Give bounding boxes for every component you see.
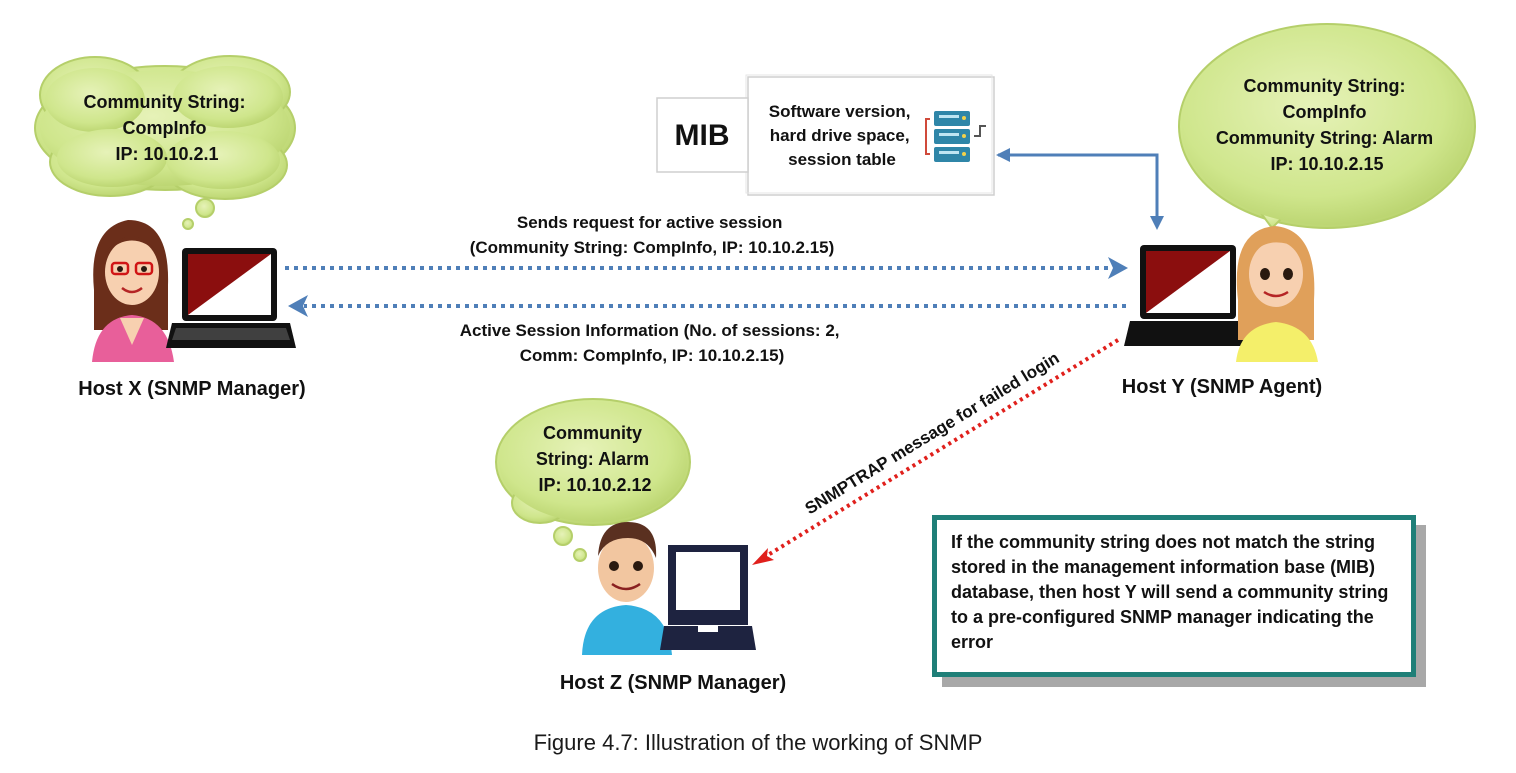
- snmptrap-arrow: [766, 338, 1120, 557]
- response-label-line: Active Session Information (No. of sessi…: [460, 321, 840, 340]
- host-x-bubble-line: CompInfo: [123, 118, 207, 138]
- host-z-thought-bubble: Community String: Alarm IP: 10.10.2.12: [495, 398, 691, 562]
- request-label: Sends request for active session (Commun…: [470, 213, 835, 257]
- host-y-arrowhead: [1150, 216, 1164, 230]
- host-z-bubble-line: Community: [543, 423, 642, 443]
- error-note-text: If the community string does not match t…: [951, 532, 1389, 652]
- host-y-bubble-line: IP: 10.10.2.15: [1270, 154, 1383, 174]
- svg-text:Software version, hard d: Software version, hard drive space, sess…: [769, 102, 915, 169]
- svg-text:Active Session Information (No: Active Session Information (No. of sessi…: [460, 321, 844, 365]
- mib-content-line: hard drive space,: [770, 126, 910, 145]
- host-x-bubble-line: Community String:: [83, 92, 245, 112]
- host-y-thought-bubble: Community String: CompInfo Community Str…: [1178, 23, 1476, 230]
- mib-title: MIB: [675, 119, 730, 152]
- mib-database: MIB Software version, hard drive space, …: [656, 74, 995, 196]
- host-x-thought-bubble: Community String: CompInfo IP: 10.10.2.1: [34, 55, 296, 230]
- host-y-bubble-line: Community String:: [1243, 76, 1405, 96]
- host-z-bubble-line: String: Alarm: [536, 449, 649, 469]
- snmptrap-label: SNMPTRAP message for failed login: [802, 348, 1063, 518]
- figure-caption: Figure 4.7: Illustration of the working …: [533, 730, 983, 755]
- request-label-line: Sends request for active session: [517, 213, 783, 232]
- svg-text:Community String: CompIn: Community String: CompInfo Community Str…: [1216, 76, 1438, 174]
- request-label-line: (Community String: CompInfo, IP: 10.10.2…: [470, 238, 835, 257]
- error-note-box: If the community string does not match t…: [932, 515, 1416, 677]
- host-x-label: Host X (SNMP Manager): [78, 378, 305, 400]
- mib-content-line: session table: [788, 150, 896, 169]
- snmptrap-arrowhead: [752, 548, 774, 565]
- host-y-woman-avatar: [1236, 226, 1318, 362]
- response-label-line: Comm: CompInfo, IP: 10.10.2.15): [520, 346, 785, 365]
- svg-text:Sends request for active sessi: Sends request for active session (Commun…: [470, 213, 835, 257]
- response-label: Active Session Information (No. of sessi…: [460, 321, 844, 365]
- host-y-bubble-line: CompInfo: [1283, 102, 1367, 122]
- host-z-man-avatar: [582, 522, 672, 655]
- host-x-woman-avatar: [92, 220, 174, 362]
- server-icon: [925, 111, 986, 162]
- svg-text:Community String: CompIn: Community String: CompInfo IP: 10.10.2.1: [83, 92, 250, 164]
- host-y-label: Host Y (SNMP Agent): [1122, 376, 1322, 398]
- mib-host-y-link-arrow: [998, 153, 1159, 222]
- host-y-laptop-icon: [1124, 245, 1252, 346]
- host-z-laptop-icon: [660, 545, 756, 650]
- host-x-laptop-icon: [166, 248, 296, 348]
- response-arrowhead: [288, 295, 308, 317]
- mib-content-line: Software version,: [769, 102, 911, 121]
- host-z-label: Host Z (SNMP Manager): [560, 672, 786, 694]
- request-arrowhead: [1108, 257, 1128, 279]
- svg-text:Community String: Alarm: Community String: Alarm IP: 10.10.2.12: [536, 423, 654, 495]
- host-z-bubble-line: IP: 10.10.2.12: [538, 475, 651, 495]
- mib-arrowhead: [996, 148, 1010, 162]
- host-y-bubble-line: Community String: Alarm: [1216, 128, 1433, 148]
- host-x-bubble-line: IP: 10.10.2.1: [115, 144, 218, 164]
